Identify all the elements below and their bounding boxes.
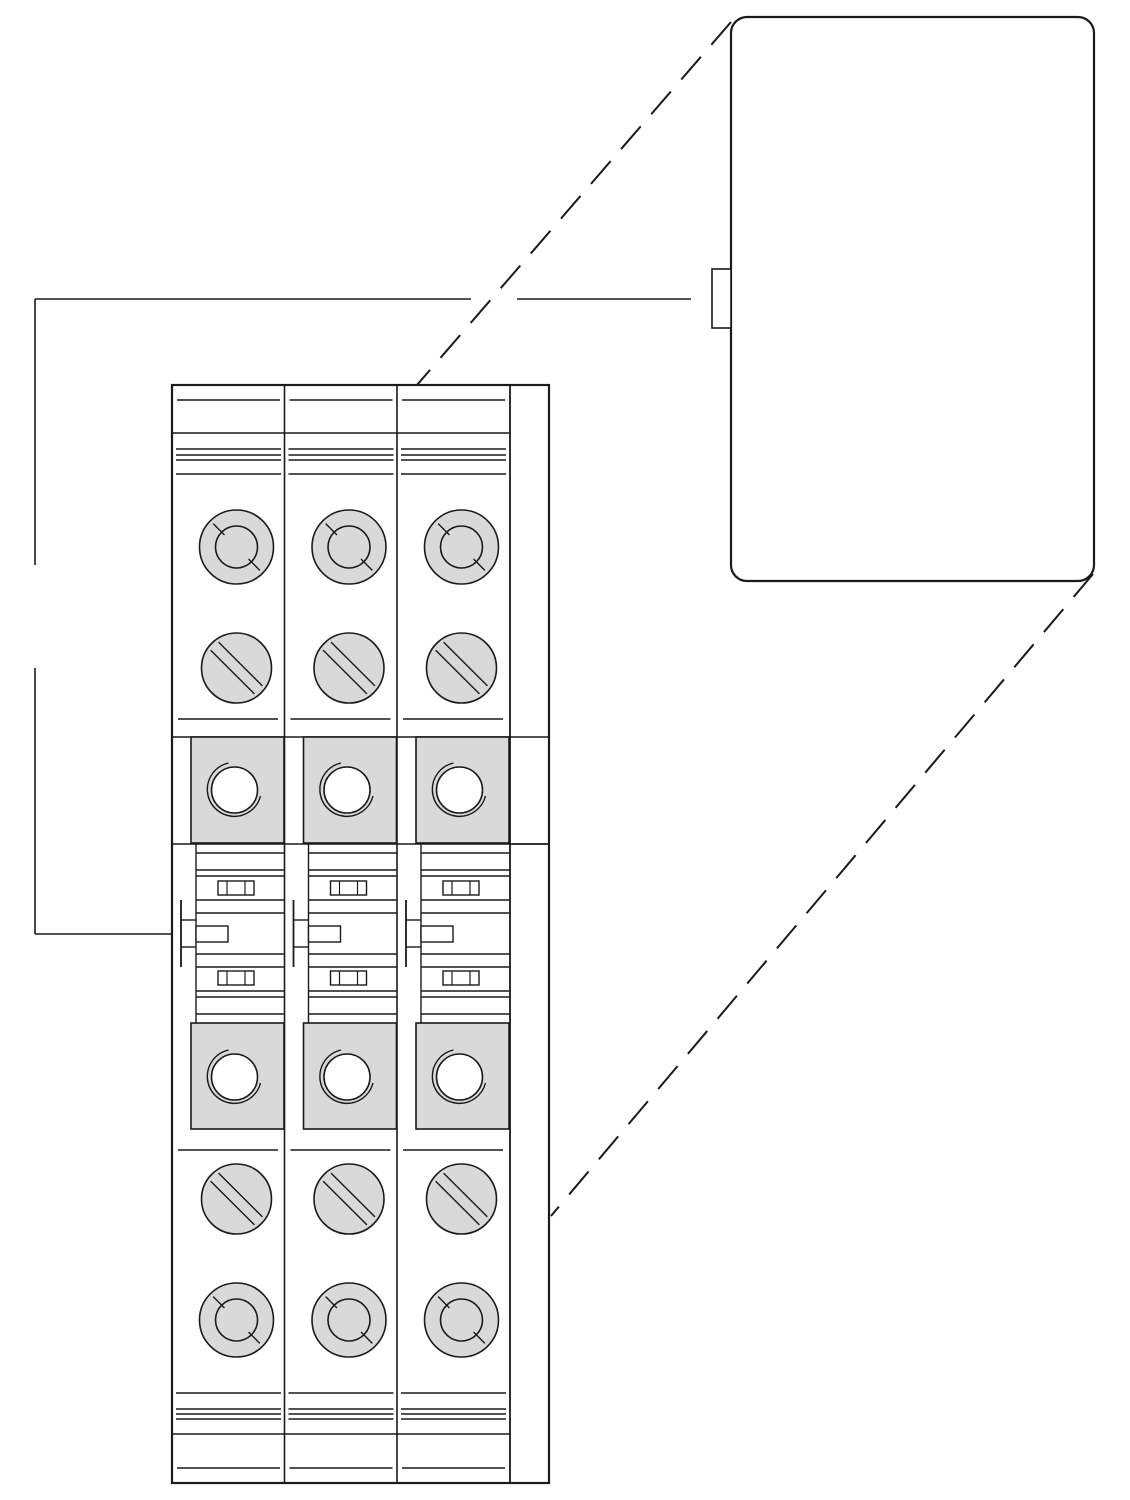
screw-head-inner xyxy=(439,525,484,569)
terminal-block xyxy=(170,383,551,1485)
disconnect-section xyxy=(292,844,397,1023)
screw-slot-edge xyxy=(330,1172,376,1218)
callout-group xyxy=(34,15,1096,1217)
screw-slot-edge xyxy=(322,649,368,695)
wire-entry-clamp-arc xyxy=(319,762,374,818)
fuse-marker-top xyxy=(329,880,368,896)
clamp-screw-top xyxy=(425,632,498,704)
wire-entry-top xyxy=(302,736,398,844)
disconnect-section xyxy=(405,844,510,1023)
screw-washer-slot xyxy=(437,1296,450,1309)
screw-slot-edge xyxy=(443,1172,488,1218)
terminal-pole xyxy=(284,399,398,1469)
projection-dashed-line-lower xyxy=(550,573,1094,1217)
screw-washer-slot xyxy=(473,1331,486,1344)
fuse-holder-outline xyxy=(442,880,480,896)
terminal-screw-top xyxy=(311,509,387,585)
screw-head xyxy=(313,1163,385,1235)
wire-entry-clamp-arc xyxy=(206,762,262,818)
screw-slot-edge xyxy=(210,1180,255,1226)
screw-washer-slot xyxy=(212,523,225,536)
screw-washer-slot xyxy=(437,523,450,536)
fuse-holder-outline xyxy=(442,970,480,986)
terminal-pole xyxy=(172,399,285,1469)
wire-entry-clamp-arc xyxy=(319,1049,374,1105)
screw-head xyxy=(313,632,385,704)
fuse-marker-bottom xyxy=(329,970,368,986)
terminal-pole xyxy=(397,399,510,1469)
screw-washer-slot xyxy=(325,1296,338,1309)
clamp-screw-bottom xyxy=(313,1163,385,1235)
screw-head xyxy=(425,632,498,704)
terminal-screw-top xyxy=(423,509,500,585)
screw-slot-edge xyxy=(435,1180,480,1226)
terminal-screw-bottom xyxy=(198,1282,275,1358)
wire-entry-clamp-arc xyxy=(431,762,487,818)
screw-washer-slot xyxy=(473,558,486,571)
screw-head-inner xyxy=(214,1298,259,1342)
screw-head xyxy=(200,632,273,704)
screw-head-inner xyxy=(439,1298,484,1342)
wire-entry-bottom xyxy=(415,1022,510,1130)
fuse-marker-top xyxy=(217,880,255,896)
screw-washer-slot xyxy=(248,558,261,571)
screw-slot-edge xyxy=(435,649,480,695)
screw-head-inner xyxy=(214,525,259,569)
screw-head-inner xyxy=(327,1298,371,1342)
screw-washer-slot xyxy=(360,1331,373,1344)
clamp-screw-bottom xyxy=(425,1163,498,1235)
wire-entry-clamp-arc xyxy=(206,1049,262,1105)
disconnect-lever-tab xyxy=(195,925,229,943)
terminal-screw-top xyxy=(198,509,275,585)
wire-entry-bottom xyxy=(302,1022,398,1130)
screw-washer-slot xyxy=(360,558,373,571)
screw-head xyxy=(200,1163,273,1235)
screw-washer-slot xyxy=(325,523,338,536)
clamp-screw-top xyxy=(200,632,273,704)
screw-head xyxy=(425,1163,498,1235)
disconnect-lever-tab xyxy=(307,925,342,943)
screw-slot-edge xyxy=(210,649,255,695)
label-callout-tab xyxy=(711,268,732,329)
wire-entry-hole xyxy=(323,766,371,814)
disconnect-lever-tab xyxy=(420,925,454,943)
fuse-marker-top xyxy=(442,880,480,896)
screw-slot-edge xyxy=(218,641,263,687)
wire-entry-hole xyxy=(210,1053,259,1101)
screw-slot-edge xyxy=(330,641,376,687)
terminal-screw-bottom xyxy=(311,1282,387,1358)
clamp-screw-bottom xyxy=(200,1163,273,1235)
screw-washer-slot xyxy=(248,1331,261,1344)
fuse-holder-outline xyxy=(217,880,255,896)
wire-entry-hole xyxy=(435,766,484,814)
fuse-holder-outline xyxy=(329,880,368,896)
clamp-screw-top xyxy=(313,632,385,704)
screw-slot-edge xyxy=(322,1180,368,1226)
wire-entry-top xyxy=(190,736,285,844)
wire-entry-bottom xyxy=(190,1022,285,1130)
screw-slot-edge xyxy=(443,641,488,687)
disconnect-section xyxy=(180,844,285,1023)
screw-washer-slot xyxy=(212,1296,225,1309)
fuse-marker-bottom xyxy=(442,970,480,986)
fuse-marker-bottom xyxy=(217,970,255,986)
fuse-holder-outline xyxy=(329,970,368,986)
screw-slot-edge xyxy=(218,1172,263,1218)
wire-entry-top xyxy=(415,736,510,844)
wire-entry-hole xyxy=(210,766,259,814)
wire-entry-hole xyxy=(435,1053,484,1101)
screw-head-inner xyxy=(327,525,371,569)
wire-entry-hole xyxy=(323,1053,371,1101)
label-callout-box xyxy=(729,15,1096,583)
fuse-holder-outline xyxy=(217,970,255,986)
wire-entry-clamp-arc xyxy=(431,1049,487,1105)
terminal-screw-bottom xyxy=(423,1282,500,1358)
